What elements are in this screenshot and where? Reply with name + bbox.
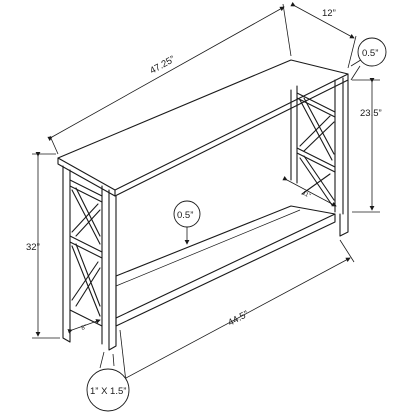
total-height-label: 32”: [26, 242, 40, 253]
depth-dimension: 12”: [290, 1, 357, 69]
left-side-panel: [62, 165, 117, 351]
top-thickness-callout: 0.5”: [350, 37, 387, 81]
inner-width-label: 44.5”: [226, 309, 250, 329]
table-top: [57, 59, 349, 197]
leg-gap-label: 8”: [81, 324, 88, 331]
shelf-thickness-callout: 0.5”: [173, 200, 201, 245]
side-height-dimension: 23.5”: [352, 78, 382, 213]
leg-size-callout: 1” X 1.5”: [86, 351, 130, 412]
inner-width-dimension: 44.5”: [119, 239, 355, 383]
shelf-depth-dimension: 11”: [282, 176, 337, 207]
depth-label: 12”: [322, 8, 336, 19]
leg-gap-dimension: 8”: [67, 319, 101, 334]
bottom-shelf: [115, 205, 336, 327]
top-thickness-label: 0.5”: [362, 48, 378, 59]
shelf-thickness-label: 0.5”: [177, 210, 193, 221]
length-dimension: 47.25”: [47, 3, 292, 155]
shelf-depth-label: 11”: [301, 190, 311, 199]
total-height-dimension: 32”: [26, 152, 60, 339]
right-side-panel: [290, 77, 349, 237]
length-label: 47.25”: [148, 54, 177, 77]
side-height-label: 23.5”: [360, 108, 382, 119]
leg-size-label: 1” X 1.5”: [90, 386, 126, 397]
